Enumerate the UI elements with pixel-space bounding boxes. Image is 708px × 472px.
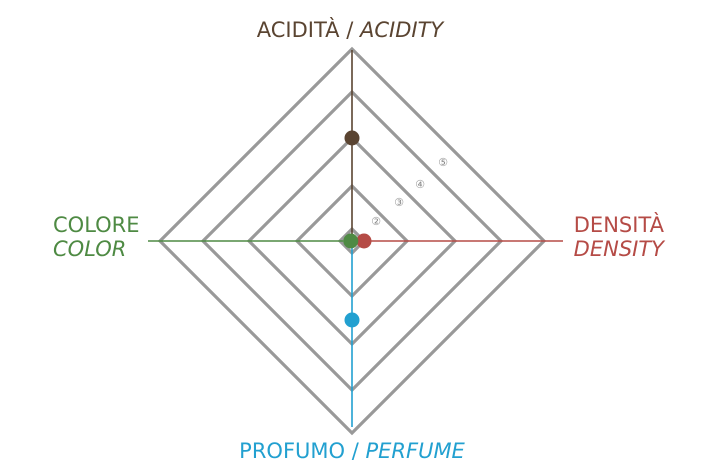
ring-label-2: ② <box>371 215 381 228</box>
data-point-perfume <box>344 312 360 328</box>
data-point-acidity <box>344 130 360 146</box>
axis-label-acidity: ACIDITÀ / <box>257 17 360 42</box>
ring-label-4: ④ <box>415 178 425 191</box>
data-point-density <box>356 233 372 249</box>
ring-label-3: ③ <box>394 196 404 209</box>
axis-title-color-italic: COLOR <box>53 237 126 261</box>
ring-label-5: ⑤ <box>438 156 448 169</box>
axis-label-acidity-italic: ACIDITY <box>358 18 445 42</box>
axis-title-color: COLORE <box>53 213 140 237</box>
axis-title-density-italic: DENSITY <box>574 237 666 261</box>
axes <box>148 50 563 427</box>
axis-label-perfume: PROFUMO / <box>239 439 365 463</box>
axis-title-perfume: PROFUMO / PERFUME <box>239 439 465 463</box>
axis-title-density: DENSITÀ <box>574 212 665 237</box>
data-point-color <box>343 233 359 249</box>
grid-ring-5 <box>157 46 547 436</box>
axis-label-perfume-italic: PERFUME <box>365 439 465 463</box>
data-points <box>343 130 372 328</box>
axis-title-acidity: ACIDITÀ / ACIDITY <box>257 17 446 42</box>
